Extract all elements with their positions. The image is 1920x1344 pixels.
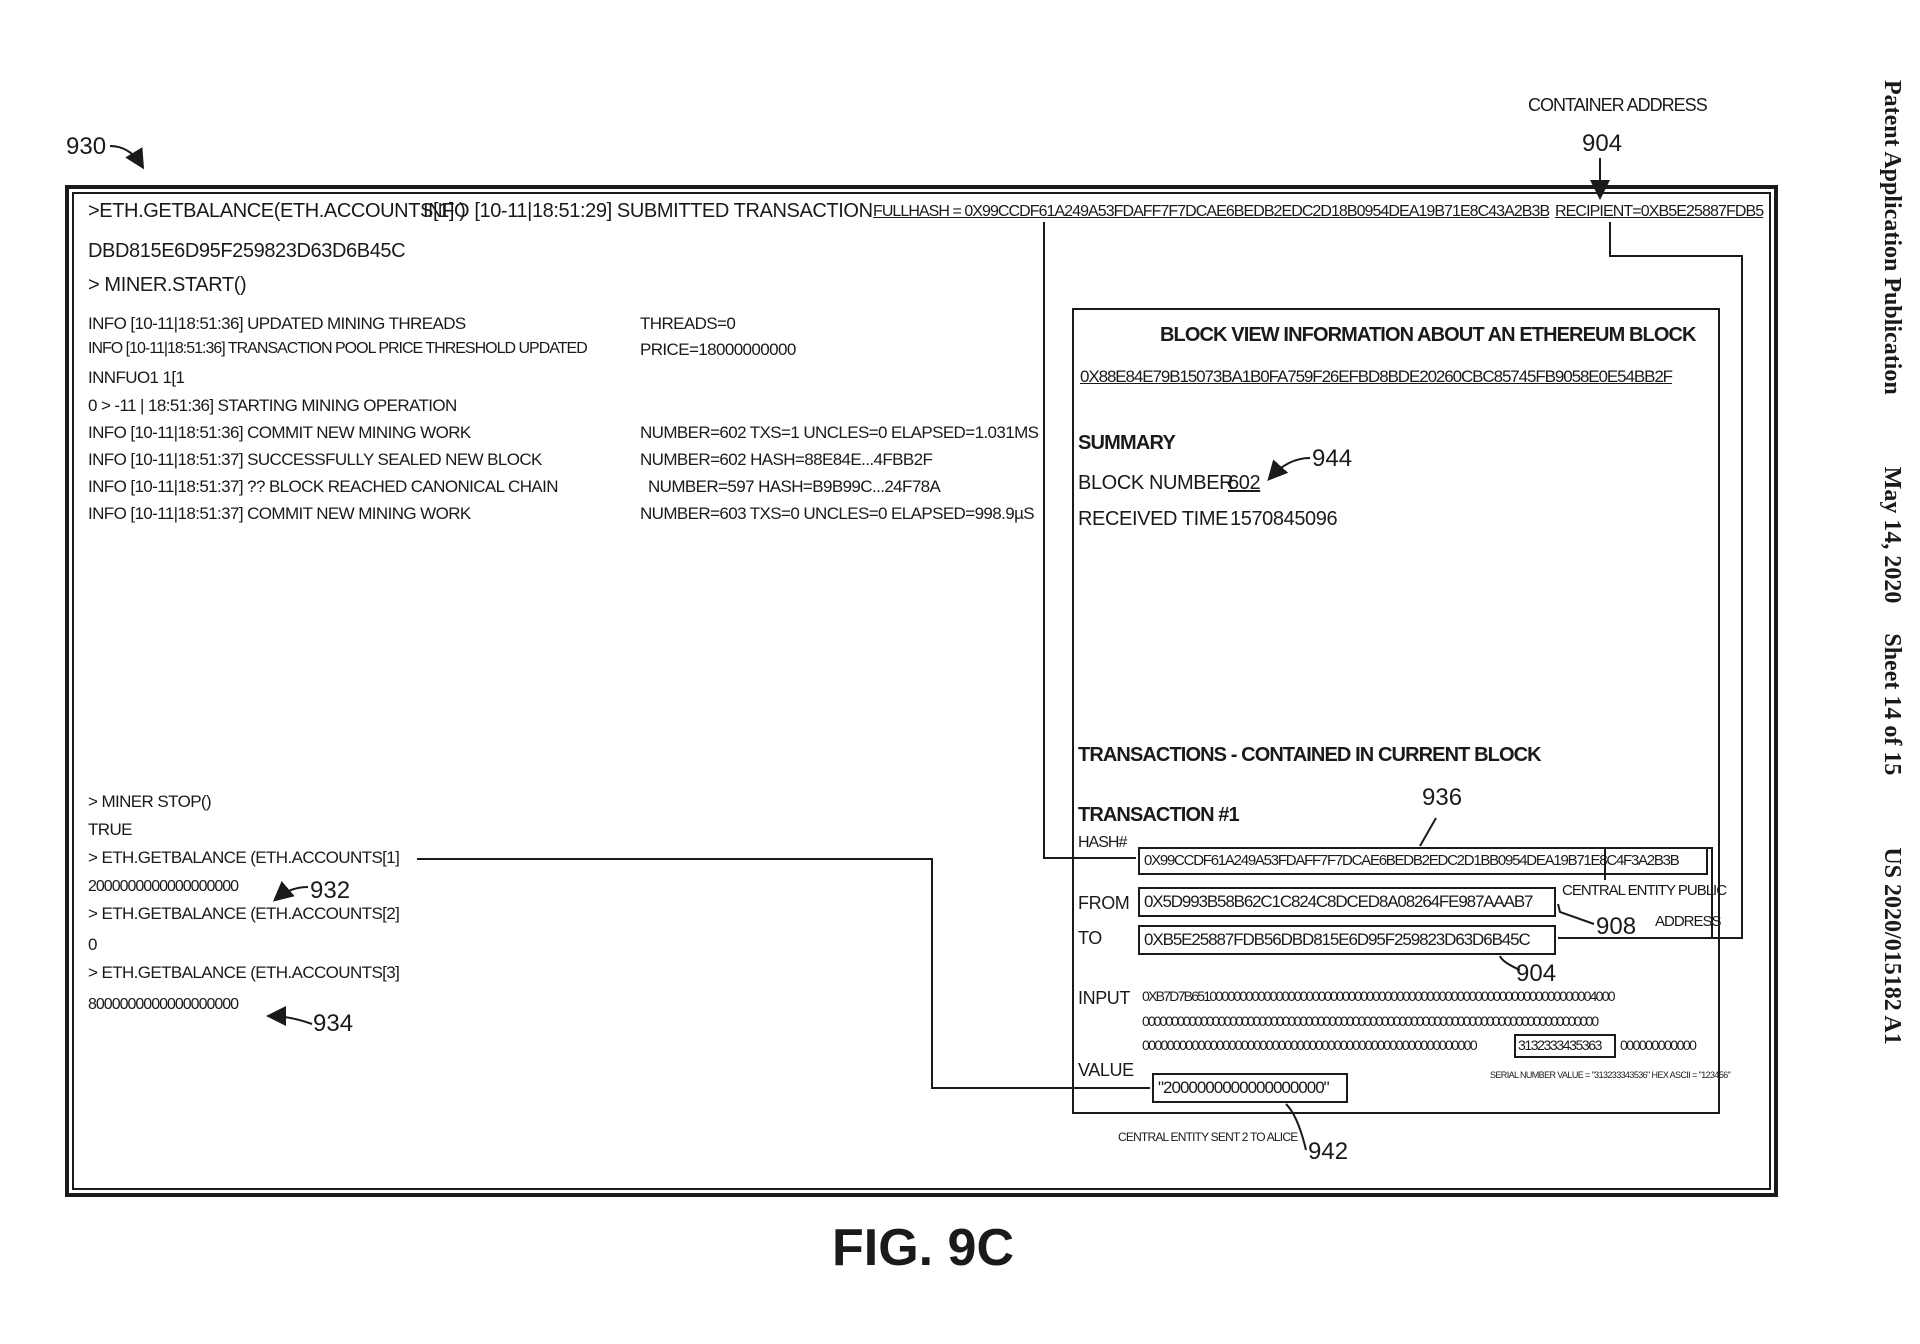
console-getbalance-3: > ETH.GETBALANCE (ETH.ACCOUNTS[3] — [88, 963, 400, 982]
hash-label: HASH# — [1078, 834, 1127, 851]
received-time-label: RECEIVED TIME — [1078, 508, 1229, 530]
console-balance-3: 8000000000000000000 — [88, 996, 239, 1013]
input-label: INPUT — [1078, 988, 1131, 1008]
ref-944: 944 — [1312, 445, 1353, 472]
console-line-1-cmd: >ETH.GETBALANCE(ETH.ACCOUNTS[1] ) — [88, 200, 466, 222]
log-right: NUMBER=597 HASH=B9B99C...24F78A — [648, 477, 941, 496]
log-right: NUMBER=602 TXS=1 UNCLES=0 ELAPSED=1.031M… — [640, 423, 1039, 442]
central-sent-note: CENTRAL ENTITY SENT 2 TO ALICE — [1118, 1130, 1298, 1144]
block-hash: 0X88E84E79B15073BA1B0FA759F26EFBD8BDE202… — [1080, 367, 1673, 386]
container-address-label: CONTAINER ADDRESS — [1528, 95, 1708, 115]
received-time-value: 1570845096 — [1230, 508, 1338, 530]
log-right: NUMBER=603 TXS=0 UNCLES=0 ELAPSED=998.9µ… — [640, 504, 1035, 523]
ref-932: 932 — [310, 877, 351, 904]
leader-908 — [1557, 903, 1595, 925]
connector-fullhash — [1043, 222, 1136, 859]
arrow-930 — [109, 145, 145, 170]
input-line-3a: 0000000000000000000000000000000000000000… — [1142, 1037, 1478, 1053]
ref-904-top: 904 — [1582, 130, 1623, 157]
connector-recipient — [1558, 222, 1743, 939]
console-recipient: RECIPIENT=0XB5E25887FDB5 — [1555, 203, 1764, 220]
value-value: "2000000000000000000" — [1152, 1073, 1348, 1103]
console-getbalance-2: > ETH.GETBALANCE (ETH.ACCOUNTS[2] — [88, 904, 400, 923]
transaction-label: TRANSACTION #1 — [1078, 804, 1240, 826]
arrow-944 — [1267, 457, 1311, 481]
console-miner-start: > MINER.START() — [88, 274, 247, 296]
arrow-932 — [272, 880, 309, 902]
figure-frame-outer — [65, 185, 1778, 1197]
console-line-1-info: INFO [10-11|18:51:29] SUBMITTED TRANSACT… — [423, 200, 873, 222]
to-value: 0XB5E25887FDB56DBD815E6D95F259823D63D6B4… — [1138, 925, 1556, 955]
arrow-934 — [266, 1006, 313, 1027]
log-left: 0 > -11 | 18:51:36] STARTING MINING OPER… — [88, 396, 457, 415]
input-line-2: 0000000000000000000000000000000000000000… — [1142, 1013, 1599, 1029]
connector-getbalance-value — [417, 858, 1150, 1089]
leader-904-bottom — [1499, 955, 1521, 971]
leader-936 — [1419, 817, 1437, 847]
figure-label: FIG. 9C — [832, 1219, 1015, 1277]
console-balance-1: 2000000000000000000 — [88, 878, 239, 895]
value-label: VALUE — [1078, 1060, 1134, 1080]
ref-904-bottom: 904 — [1516, 960, 1557, 987]
central-entity-public: CENTRAL ENTITY PUBLIC — [1562, 882, 1727, 899]
log-left: INFO [10-11|18:51:36] TRANSACTION POOL P… — [88, 340, 588, 357]
connector-public-address — [1604, 847, 1713, 938]
block-view-title: BLOCK VIEW INFORMATION ABOUT AN ETHEREUM… — [1160, 324, 1697, 346]
leader-942 — [1285, 1103, 1307, 1151]
log-left: INFO [10-11|18:51:36] COMMIT NEW MINING … — [88, 423, 471, 442]
ref-936: 936 — [1422, 784, 1463, 811]
console-miner-stop: > MINER STOP() — [88, 792, 212, 811]
ref-934: 934 — [313, 1010, 354, 1037]
transactions-heading: TRANSACTIONS - CONTAINED IN CURRENT BLOC… — [1078, 744, 1542, 766]
tx-hash-value: 0X99CCDF61A249A53FDAFF7F7DCAE6BEDB2EDC2D… — [1138, 847, 1708, 875]
from-value: 0X5D993B58B62C1C824C8DCED8A08264FE987AAA… — [1138, 887, 1556, 917]
serial-note: SERIAL NUMBER VALUE = "313233343536" HEX… — [1490, 1070, 1731, 1080]
log-left: INNFUO1 1[1 — [88, 368, 185, 387]
to-label: TO — [1078, 928, 1102, 948]
block-number-value: 602 — [1228, 472, 1261, 494]
console-true: TRUE — [88, 820, 132, 839]
console-fullhash: FULLHASH = 0X99CCDF61A249A53FDAFF7F7DCAE… — [873, 203, 1550, 220]
block-view-panel — [1072, 308, 1720, 1114]
input-line-3b: 000000000000 — [1620, 1037, 1697, 1053]
console-getbalance-1: > ETH.GETBALANCE (ETH.ACCOUNTS[1] — [88, 848, 400, 867]
ref-908: 908 — [1596, 913, 1637, 940]
block-number-label: BLOCK NUMBER — [1078, 472, 1234, 494]
ref-942: 942 — [1308, 1138, 1349, 1165]
log-left: INFO [10-11|18:51:36] UPDATED MINING THR… — [88, 314, 466, 333]
summary-label: SUMMARY — [1078, 432, 1176, 454]
input-serial: 3132333435363 — [1514, 1034, 1616, 1058]
from-label: FROM — [1078, 893, 1130, 913]
console-line-2: DBD815E6D95F259823D63D6B45C — [88, 240, 406, 262]
log-left: INFO [10-11|18:51:37] SUCCESSFULLY SEALE… — [88, 450, 542, 469]
log-right: NUMBER=602 HASH=88E84E...4FBB2F — [640, 450, 933, 469]
ref-930: 930 — [66, 133, 107, 160]
input-line-1: 0XB7D7B651000000000000000000000000000000… — [1142, 988, 1616, 1004]
console-balance-2: 0 — [88, 935, 97, 954]
log-right: THREADS=0 — [640, 314, 736, 333]
log-left: INFO [10-11|18:51:37] ?? BLOCK REACHED C… — [88, 477, 559, 496]
log-right: PRICE=18000000000 — [640, 340, 796, 359]
address-word: ADDRESS — [1655, 913, 1722, 930]
log-left: INFO [10-11|18:51:37] COMMIT NEW MINING … — [88, 504, 471, 523]
figure-frame-inner — [72, 192, 1771, 1190]
